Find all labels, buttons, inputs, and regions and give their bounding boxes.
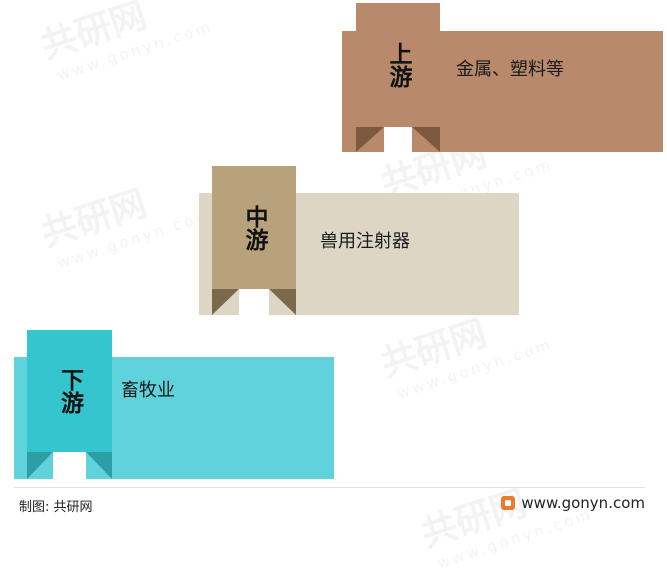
stage-label: 金属、塑料等 [456,59,564,80]
stage-tab-char: 下 [56,368,83,391]
ribbon-notch [412,127,440,152]
stage-label: 兽用注射器 [320,231,410,252]
ribbon-gap [239,289,269,315]
gonyn-logo-icon [501,496,516,510]
stage-tab-char: 游 [241,227,267,251]
stage-tab: 中 游 [212,166,296,289]
stage-tab-char: 游 [56,391,83,414]
footer-divider [14,487,645,488]
ribbon-gap [53,452,86,479]
ribbon-notch [86,452,112,479]
ribbon-notch [27,452,53,479]
ribbon-notch [356,127,384,152]
stage-tab-char: 上 [385,42,411,65]
stage-tab: 上 游 [356,3,440,127]
ribbon-notch [269,289,296,315]
ribbon-notch [212,289,239,315]
footer-brand: www.gonyn.com [501,494,645,512]
stage-tab-char: 中 [241,204,267,228]
ribbon-gap [384,127,412,152]
footer-website[interactable]: www.gonyn.com [521,494,645,512]
stage-tab: 下 游 [27,330,112,452]
stage-tab-char: 游 [385,65,411,88]
stage-label: 畜牧业 [121,380,175,401]
footer-source: 制图: 共研网 [19,500,93,515]
